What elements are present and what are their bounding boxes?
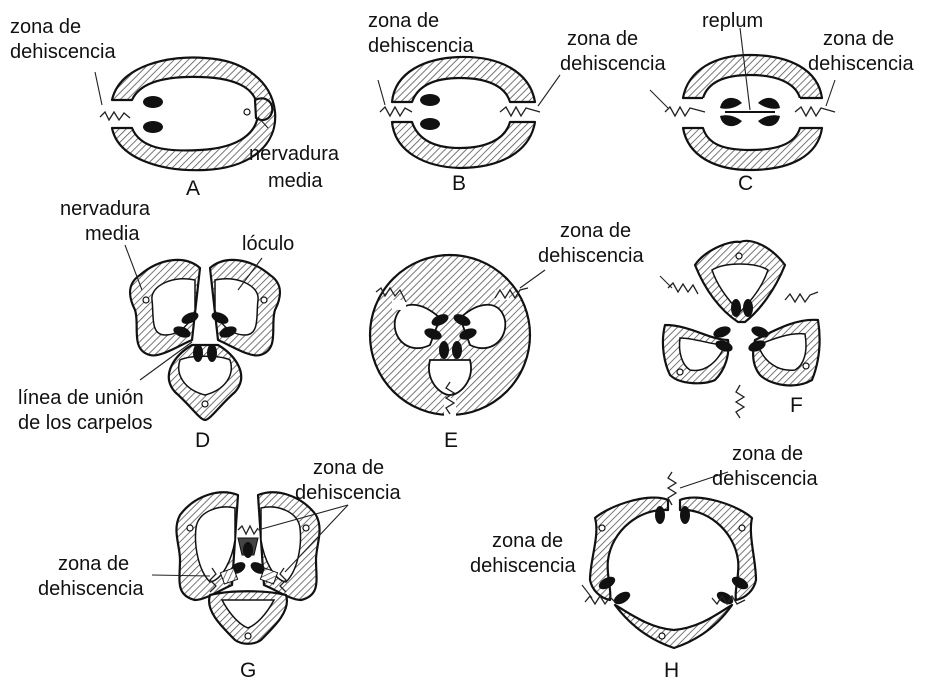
panel-letter-g: G	[240, 659, 256, 682]
dehiscence-line	[668, 283, 698, 294]
label-midrib-a2: media	[268, 170, 323, 192]
label-dehiscence-g4: dehiscencia	[38, 578, 145, 600]
label-dehiscence-b1: zona de	[368, 10, 439, 32]
panel-letter-f: F	[790, 394, 803, 417]
panel-f	[660, 241, 820, 418]
seed	[439, 341, 449, 359]
midrib-bundle	[659, 633, 665, 639]
midrib-bundle	[599, 525, 605, 531]
panel-e	[370, 255, 545, 418]
label-dehiscence-h2: dehiscencia	[712, 468, 819, 490]
panel-letter-d: D	[195, 429, 210, 452]
seed	[720, 115, 742, 126]
panel-h	[582, 472, 756, 648]
dehiscence-line	[238, 526, 258, 534]
panel-letter-b: B	[452, 172, 466, 195]
seed	[243, 542, 253, 558]
dehiscence-line	[665, 107, 705, 116]
midrib-bundle	[202, 401, 208, 407]
midrib-bundle	[303, 525, 309, 531]
label-replum: replum	[702, 10, 763, 32]
label-dehiscence-e2: dehiscencia	[538, 245, 645, 267]
midrib-bundle	[143, 297, 149, 303]
label-dehiscence-b4: dehiscencia	[560, 53, 667, 75]
label-dehiscence-g3: zona de	[58, 553, 129, 575]
label-dehiscence-b3: zona de	[567, 28, 638, 50]
label-dehiscence-h3: zona de	[492, 530, 563, 552]
seed	[452, 341, 462, 359]
label-dehiscence-e1: zona de	[560, 220, 631, 242]
label-dehiscence-g2: dehiscencia	[295, 482, 402, 504]
seed	[193, 344, 203, 362]
dehiscence-line	[736, 385, 744, 418]
label-dehiscence-h4: dehiscencia	[470, 555, 577, 577]
label-dehiscence-a2: dehiscencia	[10, 41, 117, 63]
label-dehiscence-b2: dehiscencia	[368, 35, 475, 57]
seed	[655, 506, 665, 524]
seed	[743, 299, 753, 317]
label-dehiscence-c2: dehiscencia	[808, 53, 915, 75]
seed	[207, 344, 217, 362]
midrib-bundle	[803, 363, 809, 369]
seed	[420, 118, 440, 130]
midrib-bundle	[736, 253, 742, 259]
label-dehiscence-c1: zona de	[823, 28, 894, 50]
panel-letter-h: H	[664, 659, 679, 682]
panel-letter-a: A	[186, 177, 200, 200]
seed	[143, 96, 163, 108]
label-midrib-a1: nervadura	[249, 143, 340, 165]
panel-letter-c: C	[738, 172, 753, 195]
label-midrib-d1: nervadura	[60, 198, 151, 220]
dehiscence-line	[668, 472, 676, 505]
seed	[731, 299, 741, 317]
dehiscence-line	[795, 107, 835, 116]
label-junction-1: línea de unión	[18, 387, 144, 409]
panel-c	[650, 28, 835, 170]
midrib-bundle	[187, 525, 193, 531]
label-locule: lóculo	[242, 233, 294, 255]
label-midrib-d2: media	[85, 223, 140, 245]
seed	[143, 121, 163, 133]
midrib-bundle	[677, 369, 683, 375]
seed	[758, 115, 780, 126]
label-dehiscence-h1: zona de	[732, 443, 803, 465]
seed	[420, 94, 440, 106]
label-dehiscence-a1: zona de	[10, 16, 81, 38]
midrib-bundle	[244, 109, 250, 115]
dehiscence-line	[380, 107, 412, 116]
label-junction-2: de los carpelos	[18, 412, 153, 434]
panel-b	[378, 57, 560, 168]
midrib-bundle	[261, 297, 267, 303]
midrib-bundle	[739, 525, 745, 531]
dehiscence-line	[500, 107, 540, 116]
label-dehiscence-g1: zona de	[313, 457, 384, 479]
panel-letter-e: E	[444, 429, 458, 452]
dehiscence-line	[100, 112, 130, 120]
panel-g	[152, 492, 348, 643]
panel-d	[125, 245, 280, 420]
dehiscence-line	[785, 292, 818, 302]
midrib-bundle	[245, 633, 251, 639]
seed	[680, 506, 690, 524]
